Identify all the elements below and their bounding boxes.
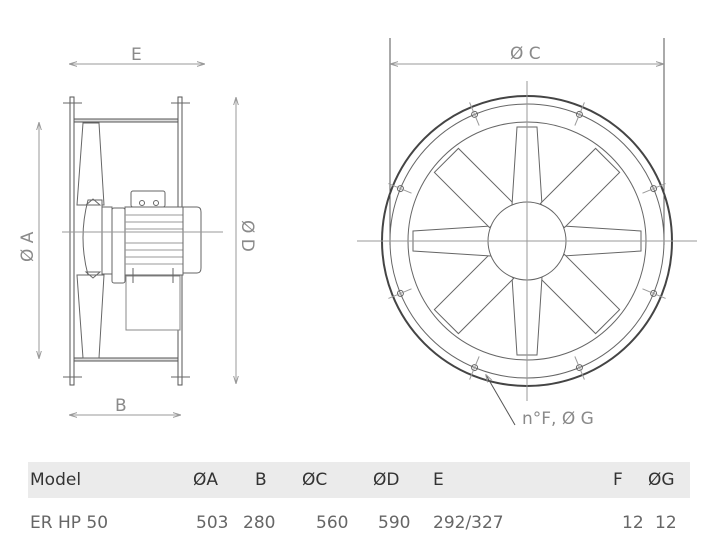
table-row: ER HP 50 503 280 560 590 292/327 12 12 bbox=[28, 505, 690, 541]
bolt-hole bbox=[471, 364, 479, 372]
header-a: ØA bbox=[193, 470, 219, 490]
table-header: Model ØA B ØC ØD E F ØG bbox=[28, 462, 690, 498]
header-model: Model bbox=[30, 470, 82, 490]
bolt-hole bbox=[575, 110, 583, 118]
impeller-blades bbox=[412, 126, 642, 356]
bolt-hole bbox=[396, 289, 404, 297]
front-view: Ø C n°F, Ø G bbox=[357, 38, 697, 429]
bolt-hole bbox=[575, 364, 583, 372]
dimension-a-label: Ø A bbox=[18, 231, 38, 262]
dimension-c-label: Ø C bbox=[510, 44, 541, 64]
cell-model: ER HP 50 bbox=[30, 513, 109, 533]
cell-c: 560 bbox=[316, 513, 349, 533]
dimension-d-label: Ø D bbox=[237, 220, 257, 252]
bolt-hole bbox=[650, 185, 658, 193]
header-d: ØD bbox=[373, 470, 400, 490]
dimension-b-label: B bbox=[115, 396, 127, 416]
cell-a: 503 bbox=[196, 513, 229, 533]
dimension-e-label: E bbox=[131, 45, 142, 65]
cell-g: 12 bbox=[655, 513, 677, 533]
header-c: ØC bbox=[302, 470, 328, 490]
header-g: ØG bbox=[648, 470, 675, 490]
bolt-hole bbox=[396, 185, 404, 193]
bolt-holes bbox=[388, 102, 666, 380]
header-e: E bbox=[433, 470, 444, 490]
cell-b: 280 bbox=[243, 513, 276, 533]
hole-leader-line bbox=[486, 375, 516, 426]
side-view: E B Ø A Ø D bbox=[18, 45, 257, 416]
bolt-hole bbox=[471, 110, 479, 118]
bolt-hole bbox=[650, 289, 658, 297]
header-b: B bbox=[255, 470, 267, 490]
cell-d: 590 bbox=[378, 513, 411, 533]
header-f: F bbox=[613, 470, 623, 490]
cell-e: 292/327 bbox=[433, 513, 504, 533]
hole-callout-label: n°F, Ø G bbox=[522, 409, 594, 429]
cell-f: 12 bbox=[622, 513, 644, 533]
